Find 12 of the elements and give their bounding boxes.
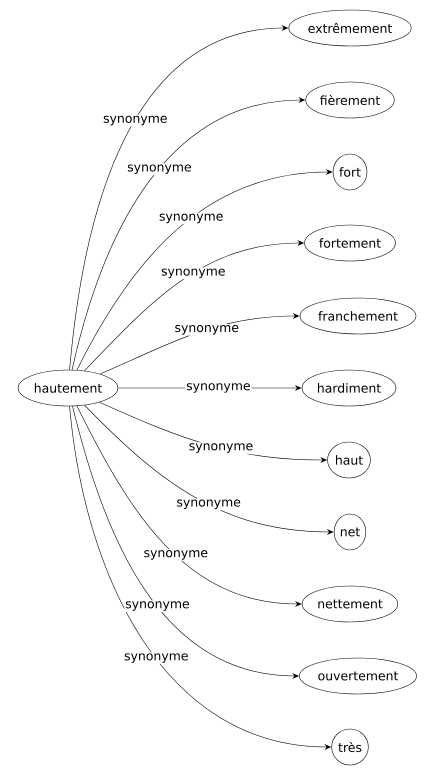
edge-label: synonyme: [185, 382, 252, 394]
edge-label: synonyme: [124, 600, 191, 612]
edge-label: synonyme: [175, 498, 242, 510]
arrow: [69, 24, 288, 370]
edge-label: synonyme: [126, 163, 193, 176]
edge-label: synonyme: [188, 442, 254, 454]
edge-label: synonyme: [158, 212, 224, 224]
edge-label: synonyme: [160, 268, 226, 280]
edge-label: synonyme: [142, 549, 209, 561]
edge-label: synonyme: [102, 114, 168, 126]
edge-label: synonyme: [123, 652, 190, 664]
edge-label: synonyme: [174, 324, 240, 336]
